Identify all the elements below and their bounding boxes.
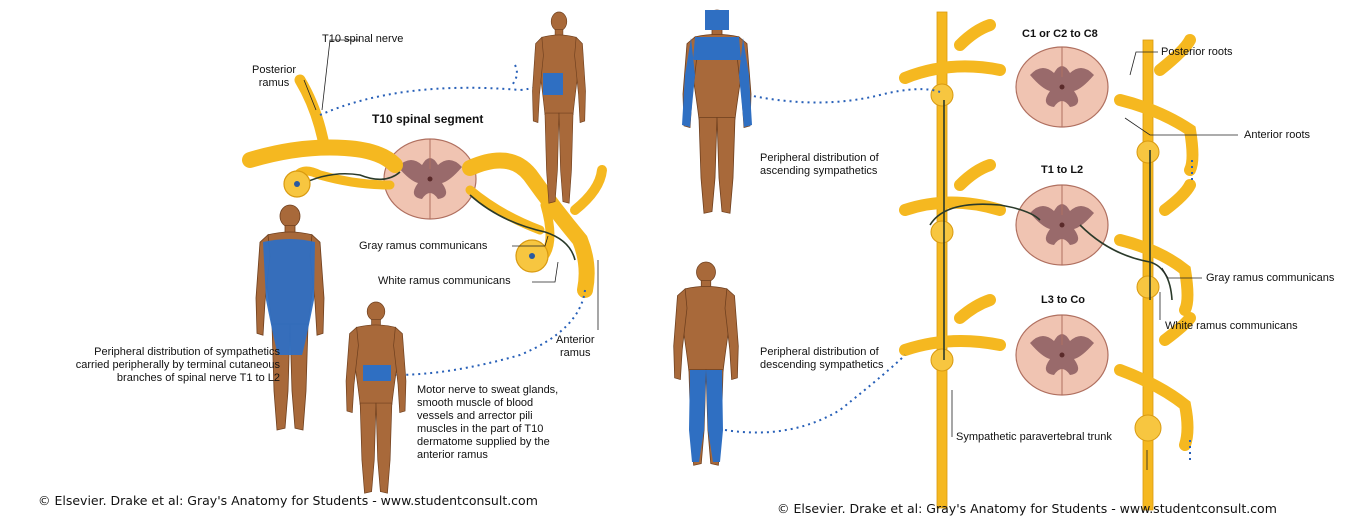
human-figure-back-view: [532, 12, 585, 203]
label-white-ramus-left: White ramus communicans: [378, 275, 511, 288]
copyright-left: © Elsevier. Drake et al: Gray's Anatomy …: [38, 493, 538, 508]
label-posterior-ramus: Posterior ramus: [252, 64, 296, 90]
human-figure-descending: [674, 262, 739, 465]
trunk-ganglion-5: [931, 349, 953, 371]
spinal-cord-sacral: [1016, 315, 1108, 395]
t10-dermatome-patch-back: [543, 73, 563, 95]
label-descending-sympathetics: Peripheral distribution of descending sy…: [760, 346, 884, 372]
copyright-right: © Elsevier. Drake et al: Gray's Anatomy …: [777, 501, 1277, 516]
t10-dermatome-patch-front: [363, 365, 391, 381]
trunk-ganglion-3: [931, 221, 953, 243]
label-gray-ramus-right: Gray ramus communicans: [1206, 272, 1334, 285]
spinal-cord-thoracolumbar: [1016, 185, 1108, 265]
label-t10-spinal-nerve: T10 spinal nerve: [322, 33, 403, 46]
label-white-ramus-right: White ramus communicans: [1165, 320, 1298, 333]
label-anterior-roots: Anterior roots: [1244, 129, 1310, 142]
label-c1-c8: C1 or C2 to C8: [1022, 28, 1098, 41]
label-gray-ramus-left: Gray ramus communicans: [359, 240, 487, 253]
trunk-ganglion-4: [1137, 276, 1159, 298]
trunk-ganglion-6: [1135, 415, 1161, 441]
label-peripheral-distribution-sympathetics: Peripheral distribution of sympathetics …: [30, 346, 280, 385]
descending-dermatome-area: [689, 370, 723, 462]
trunk-ganglion-2: [1137, 141, 1159, 163]
label-ascending-sympathetics: Peripheral distribution of ascending sym…: [760, 152, 879, 178]
label-l3-co: L3 to Co: [1041, 294, 1085, 307]
right-dotted-lines: [725, 89, 1192, 460]
label-t10-spinal-segment: T10 spinal segment: [372, 113, 483, 126]
label-t1-l2: T1 to L2: [1041, 164, 1083, 177]
label-motor-nerve: Motor nerve to sweat glands, smooth musc…: [417, 384, 558, 462]
spinal-cord-cervical: [1016, 47, 1108, 127]
label-anterior-ramus: Anterior ramus: [556, 334, 595, 360]
trunk-ganglion-1: [931, 84, 953, 106]
label-sympathetic-trunk: Sympathetic paravertebral trunk: [956, 431, 1112, 444]
label-posterior-roots: Posterior roots: [1161, 46, 1233, 59]
spinal-cord-cross-section-t10: [384, 139, 476, 219]
human-figure-front-view: [346, 302, 406, 493]
